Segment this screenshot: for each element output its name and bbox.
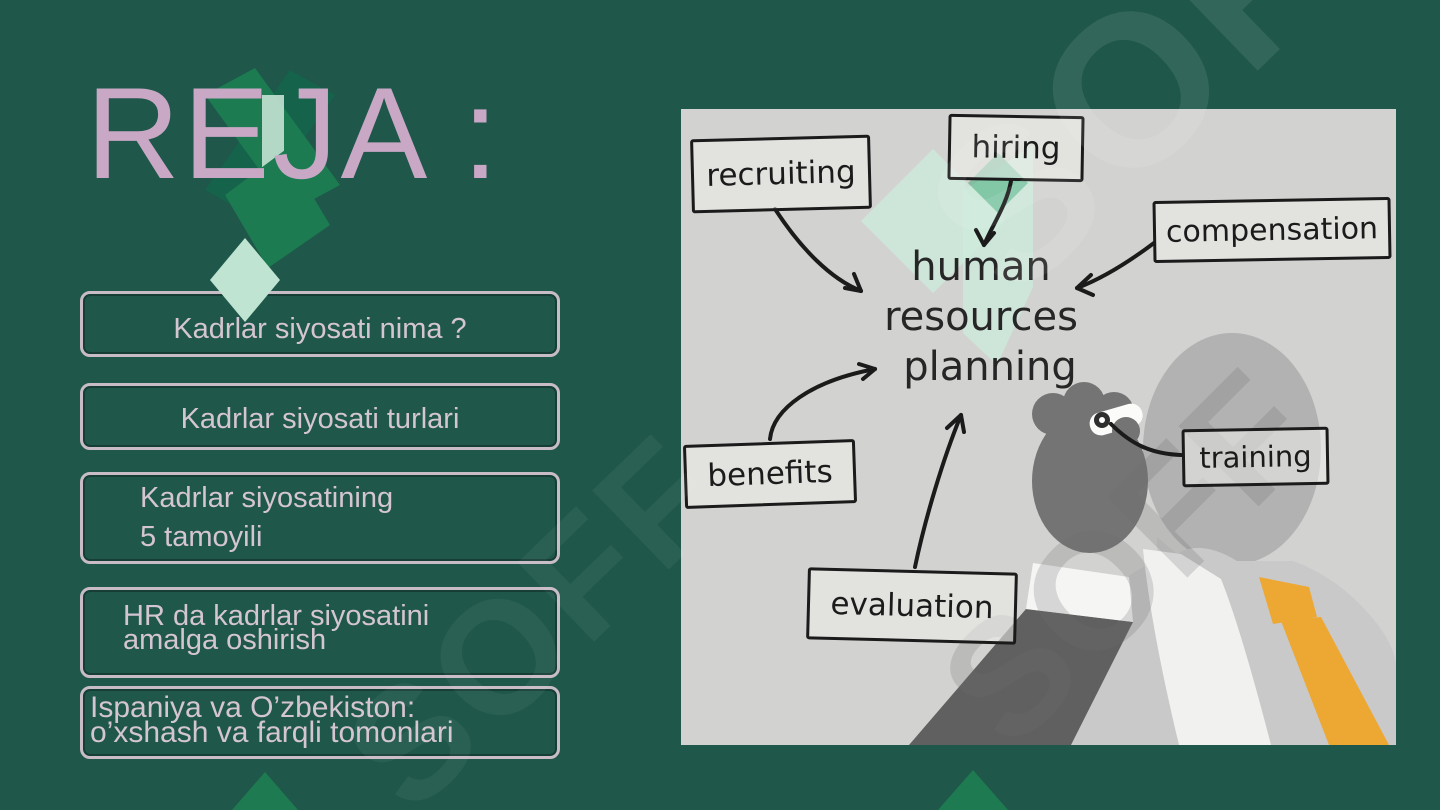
agenda-box-2: Kadrlar siyosati turlari [80,383,560,450]
label-text: evaluation [830,585,994,627]
diagram-label-recruiting: recruiting [690,134,872,214]
soff-logo-diamond-icon [938,770,1008,810]
tie-knot [1259,577,1317,624]
label-text: compensation [1165,210,1379,250]
soff-logo-watermark-icon [861,145,1033,365]
arrow-compensation [1075,241,1156,290]
agenda-box-5: Ispaniya va O’zbekiston: o’xshash va far… [80,686,560,759]
diagram-label-benefits: benefits [682,439,858,509]
line-training [1109,422,1183,457]
center-line: resources [884,294,1078,340]
diagram-label-evaluation: evaluation [806,567,1018,645]
soff-logo-diamond-icon [232,772,298,810]
tie [1281,617,1389,745]
label-text: recruiting [705,154,857,194]
agenda-box-4: HR da kadrlar siyosatini amalga oshirish [80,587,560,678]
agenda-box-3: Kadrlar siyosatining 5 tamoyili [80,472,560,564]
diagram-center-text: human resources planning [831,242,1131,392]
center-line: planning [903,344,1077,390]
agenda-item-text: amalga oshirish [123,624,327,656]
agenda-item-text: Kadrlar siyosati turlari [180,403,460,435]
agenda-item-text: 5 tamoyili [140,521,263,553]
diagram-arrows [768,179,1183,569]
diagram-label-compensation: compensation [1152,196,1392,264]
hr-planning-image: SOFF recruiting hiring co [681,109,1396,745]
shirt [1143,549,1271,745]
shirt-cuff [1026,563,1133,622]
label-text: benefits [706,453,834,495]
label-text: hiring [971,129,1061,167]
arrow-evaluation [913,413,963,569]
label-text: training [1199,439,1312,475]
hand-holding-marker [1032,382,1148,553]
agenda-item-text: Kadrlar siyosati nima ? [173,312,467,345]
agenda-item-text: o’xshash va farqli tomonlari [90,716,454,749]
agenda-box-1: Kadrlar siyosati nima ? [80,291,560,357]
arrow-recruiting [773,207,863,293]
agenda-item-text: Kadrlar siyosatining [140,482,394,514]
agenda-item-text: HR da kadrlar siyosatini [123,600,430,632]
center-line: human [911,244,1051,290]
arm-sleeve [909,609,1133,745]
diagram-label-hiring: hiring [947,113,1085,183]
slide-title: REJA : [86,60,502,206]
agenda-item-text: Ispaniya va O’zbekiston: [90,691,416,724]
arrow-benefits [768,367,877,441]
diagram-label-training: training [1181,426,1330,488]
